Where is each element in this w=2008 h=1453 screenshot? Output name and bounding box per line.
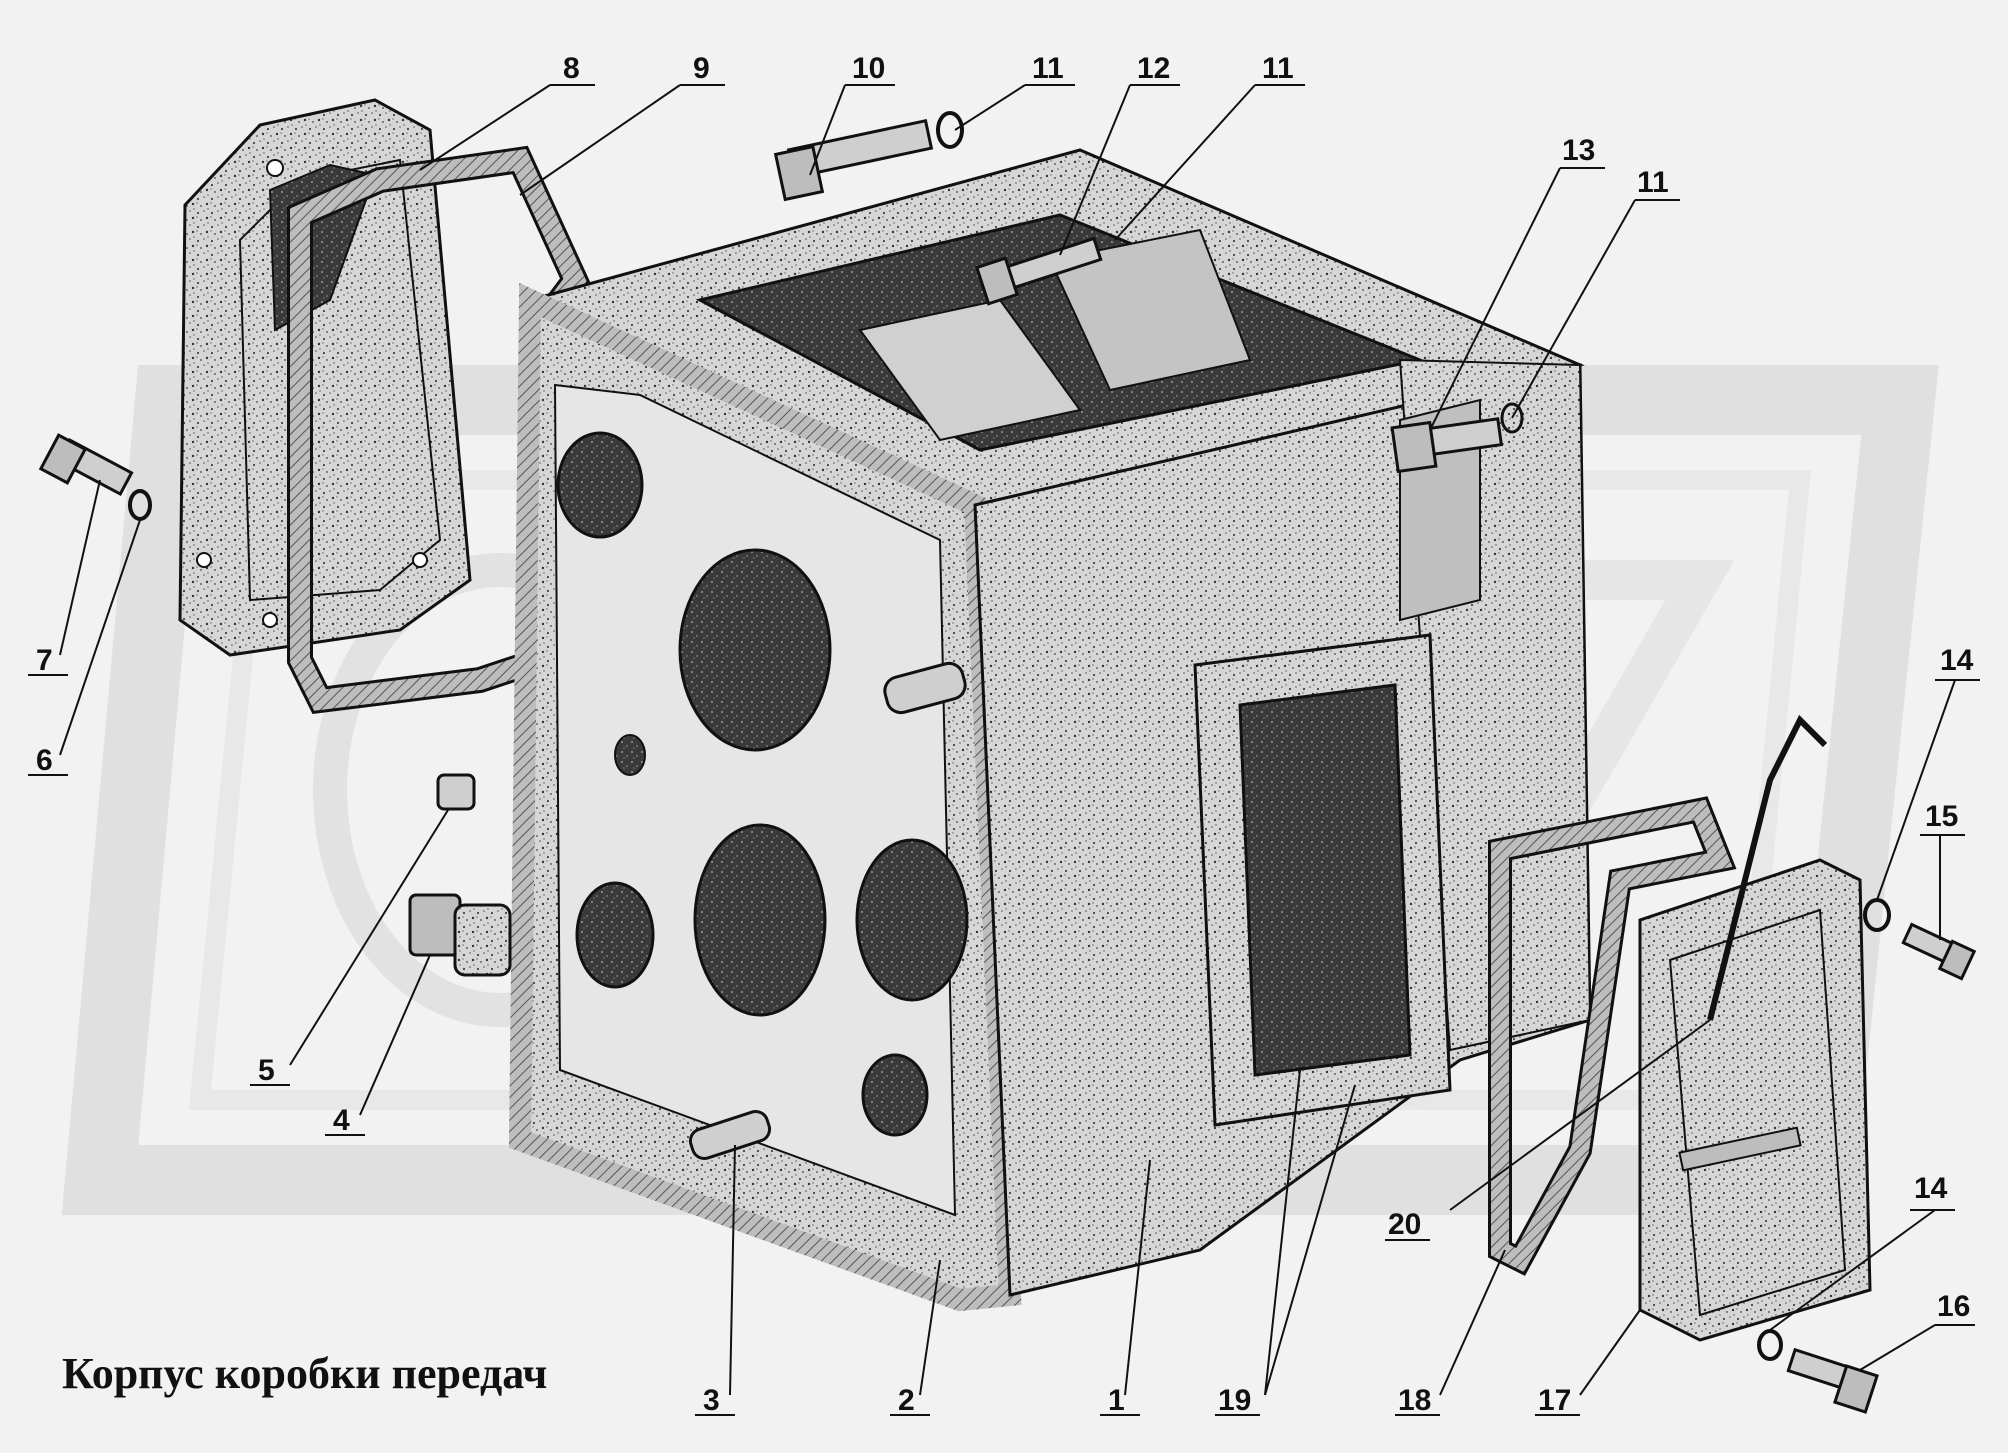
callout-6: 6 [36, 744, 53, 777]
dipstick-part-20 [1707, 714, 1828, 1021]
callout-12: 12 [1137, 52, 1170, 85]
callout-11b: 11 [1262, 52, 1294, 85]
callout-4: 4 [333, 1104, 350, 1137]
washer-part-6 [128, 489, 152, 521]
callout-13: 13 [1562, 134, 1595, 167]
bolt-part-12 [974, 236, 1103, 306]
callout-18: 18 [1398, 1384, 1431, 1417]
callout-20: 20 [1388, 1208, 1421, 1241]
callout-1: 1 [1108, 1384, 1125, 1417]
bolt-part-7 [38, 433, 134, 497]
callout-16: 16 [1937, 1290, 1970, 1323]
callout-15: 15 [1925, 800, 1958, 833]
callout-14b: 14 [1914, 1172, 1948, 1205]
washer-part-14 [1757, 1329, 1783, 1361]
callout-2: 2 [898, 1384, 915, 1417]
bolt-part-10 [773, 118, 934, 202]
drain-plug-part-4 [408, 893, 512, 977]
callout-8: 8 [563, 52, 580, 85]
callout-5: 5 [258, 1054, 275, 1087]
callout-labels: 1 2 3 4 5 6 7 8 9 10 [28, 52, 1980, 1417]
callout-19: 19 [1218, 1384, 1251, 1417]
washer-part-11 [936, 111, 964, 149]
callout-9: 9 [693, 52, 710, 85]
callout-10: 10 [852, 52, 885, 85]
diagram-title: Корпус коробки передач [62, 1349, 548, 1398]
callout-17: 17 [1538, 1384, 1571, 1417]
bolt-part-15 [1901, 922, 1977, 981]
bolt-part-16 [1786, 1347, 1879, 1414]
gearbox-housing [508, 148, 1592, 1312]
side-cover-part-17 [1638, 858, 1872, 1342]
callout-11a: 11 [1032, 52, 1064, 85]
plug-part-5 [436, 773, 476, 811]
callout-7: 7 [36, 644, 53, 677]
callout-14a: 14 [1940, 644, 1974, 677]
callout-3: 3 [703, 1384, 720, 1417]
callout-11c: 11 [1637, 166, 1669, 199]
